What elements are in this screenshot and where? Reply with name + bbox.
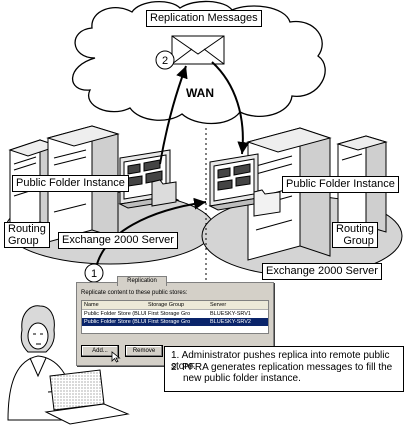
list-cell-storage-group: First Storage Gro [148, 319, 191, 325]
steps-description: 1. Administrator pushes replica into rem… [164, 346, 404, 392]
list-cell-name: Public Folder Store (BLUES [84, 319, 146, 325]
step-2-number: 2 [162, 55, 168, 67]
exchange-server-left-label: Exchange 2000 Server [58, 232, 178, 249]
column-header-server[interactable]: Server [210, 302, 227, 308]
list-item-selected[interactable]: Public Folder Store (BLUES First Storage… [82, 318, 268, 326]
column-header-name[interactable]: Name [84, 302, 99, 308]
routing-group-right-label: Routing Group [332, 222, 378, 248]
list-cell-name: Public Folder Store (BLUES [84, 311, 146, 317]
list-cell-server: BLUESKY-SRV2 [210, 319, 251, 325]
routing-group-left-line1: Routing [8, 223, 46, 235]
remove-button[interactable]: Remove [125, 345, 163, 357]
tab-replication[interactable]: Replication [117, 276, 167, 286]
public-stores-list[interactable]: Name Storage Group Server Public Folder … [81, 300, 269, 334]
step-1-description: 1. Administrator pushes replica into rem… [171, 350, 390, 372]
public-folder-instance-right-label: Public Folder Instance [282, 176, 399, 193]
list-header: Name Storage Group Server [82, 301, 268, 310]
folder-icon [253, 189, 281, 217]
arrow-from-cloud [211, 61, 250, 155]
routing-group-right-line2: Group [343, 235, 374, 247]
dialog-caption: Replicate content to these public stores… [81, 290, 188, 296]
arrow-replica-push [95, 197, 207, 269]
replication-messages-label: Replication Messages [146, 10, 262, 27]
column-header-storage-group[interactable]: Storage Group [148, 302, 185, 308]
list-item[interactable]: Public Folder Store (BLUES First Storage… [82, 310, 268, 318]
laptop-icon [44, 369, 130, 425]
step-2-description-continued: new public folder instance. [183, 373, 301, 384]
list-cell-storage-group: First Storage Gro [148, 311, 191, 317]
add-button[interactable]: Add... [81, 345, 119, 357]
list-cell-server: BLUESKY-SRV1 [210, 311, 251, 317]
arrow-to-cloud [159, 65, 188, 165]
wan-label: WAN [186, 86, 214, 100]
routing-group-left-line2: Group [8, 235, 39, 247]
step-2-badge [155, 50, 175, 70]
step-2-description: 2. PFRA generates replication messages t… [171, 362, 393, 373]
envelope-icon [171, 35, 225, 65]
folder-icon [151, 179, 177, 207]
exchange-server-right-label: Exchange 2000 Server [262, 263, 382, 280]
monitor-icon [208, 153, 268, 211]
public-folder-instance-left-label: Public Folder Instance [12, 175, 129, 192]
mouse-pointer-icon [111, 351, 121, 363]
routing-group-right-line1: Routing [336, 223, 374, 235]
routing-group-left-label: Routing Group [4, 222, 50, 248]
step-1-number: 1 [91, 268, 97, 280]
